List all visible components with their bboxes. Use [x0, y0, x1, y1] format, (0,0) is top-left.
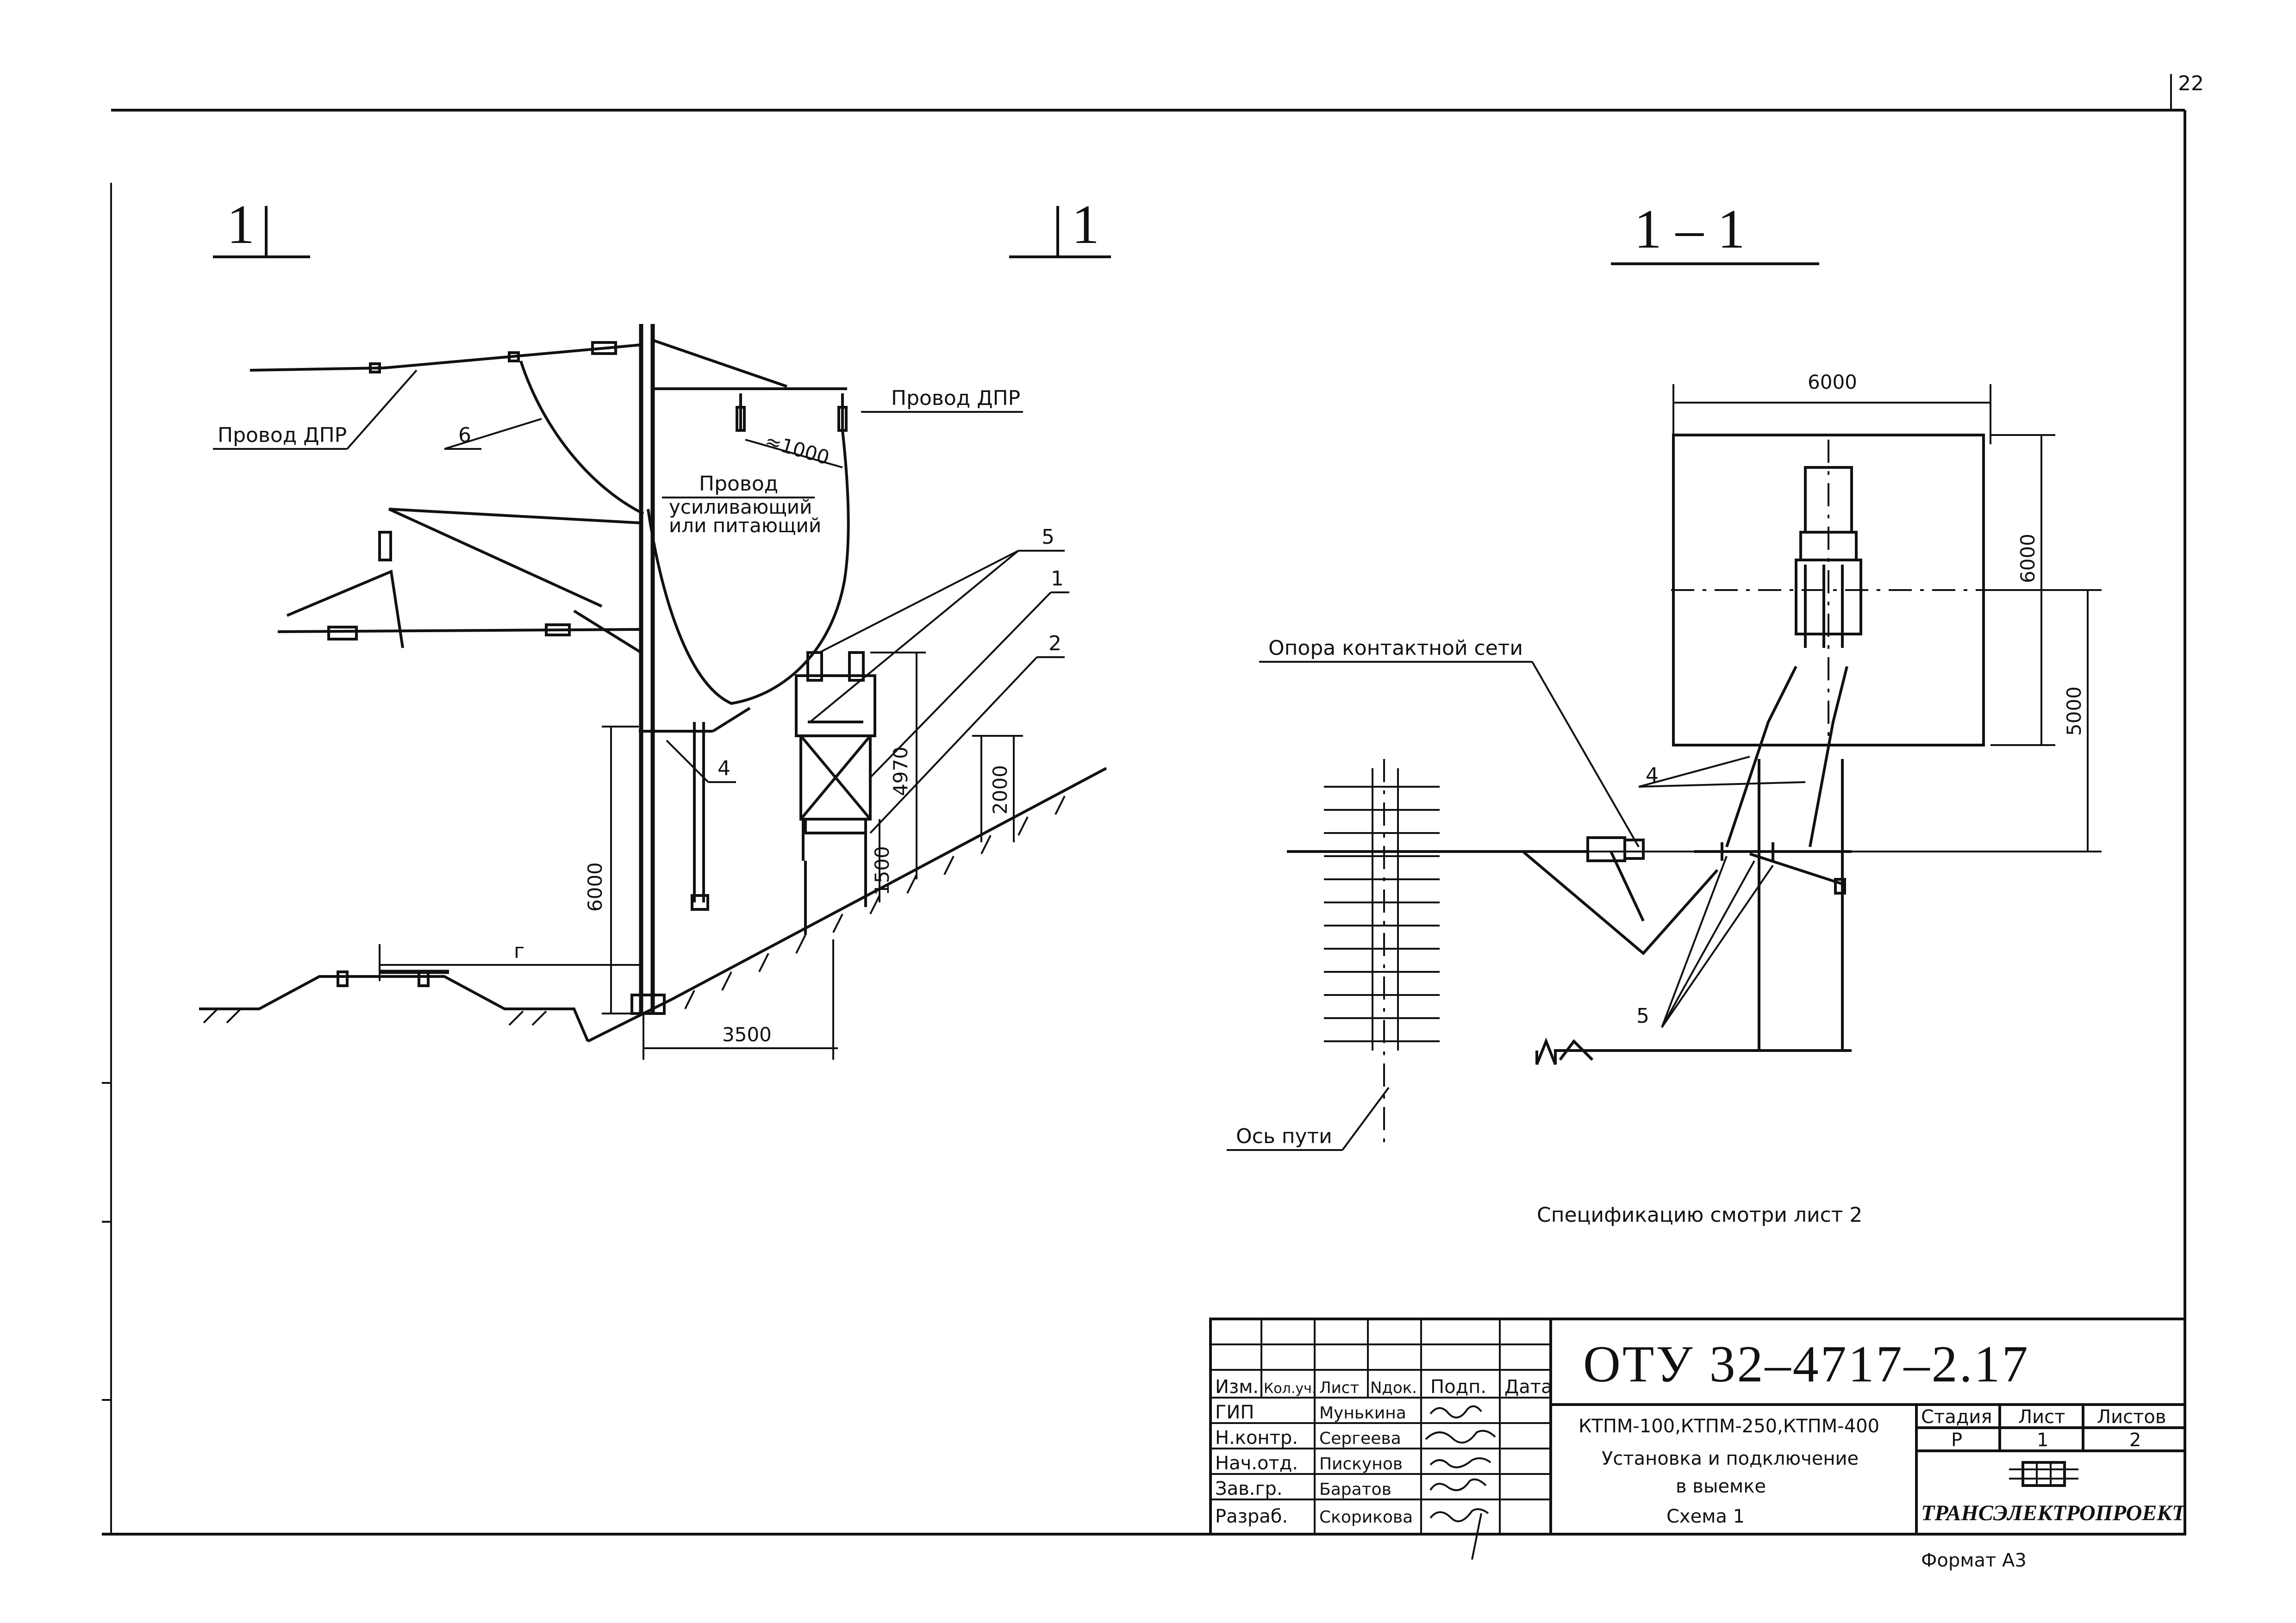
right-plan-view: 1 – 1 6000 6000 5000: [1227, 198, 2102, 1151]
tb-description-2: в выемке: [1676, 1476, 1766, 1497]
label-5-right: 5: [1636, 1004, 1649, 1028]
tb-role-nachotd: Нач.отд.: [1215, 1453, 1298, 1474]
label-support: Опора контактной сети: [1268, 636, 1523, 660]
left-elevation-view: 1 1: [199, 193, 1111, 1060]
label-track-axis: Ось пути: [1236, 1125, 1332, 1148]
label-6: 6: [458, 423, 471, 447]
dim-6000-side: 6000: [2016, 534, 2039, 583]
label-dpr-wire-left: Провод ДПР: [218, 423, 347, 447]
tb-name-nkontr: Сергеева: [1319, 1429, 1401, 1448]
tb-doc-code: ОТУ 32–4717–2.17: [1583, 1336, 2030, 1393]
tb-role-nkontr: Н.контр.: [1215, 1427, 1298, 1449]
spec-note: Спецификацию смотри лист 2: [1537, 1203, 1862, 1227]
company-logo-icon: [2009, 1461, 2078, 1487]
sheet-frame: [102, 74, 2186, 1536]
tb-name-zavgr: Баратов: [1319, 1480, 1391, 1499]
dim-4970: 4970: [889, 746, 912, 796]
sheet-number: 22: [2178, 72, 2204, 95]
tb-sheet: 1: [2037, 1430, 2048, 1451]
tb-role-zavgr: Зав.гр.: [1215, 1478, 1283, 1499]
section-mark-left: 1: [227, 193, 255, 255]
tb-name-nachotd: Пискунов: [1319, 1455, 1403, 1474]
tb-sheet-label: Лист: [2018, 1406, 2065, 1428]
tb-sheets: 2: [2129, 1430, 2141, 1451]
tb-description-3: Схема 1: [1666, 1506, 1745, 1527]
dim-6000-top: 6000: [1808, 371, 1857, 393]
tb-stage-label: Стадия: [1921, 1406, 1992, 1428]
label-wire-type-2: или питающий: [669, 514, 821, 537]
tb-description-1: Установка и подключение: [1602, 1448, 1859, 1469]
dim-1500: 1500: [871, 846, 893, 895]
tb-header-list: Лист: [1319, 1379, 1359, 1397]
label-4-right: 4: [1646, 764, 1659, 787]
label-wire-type-1: усиливающий: [669, 496, 812, 518]
section-mark-right: 1: [1072, 193, 1099, 255]
label-5-left: 5: [1042, 525, 1054, 549]
tb-name-razrab: Скорикова: [1319, 1508, 1413, 1527]
sheet-format: Формат А3: [1921, 1550, 2027, 1571]
tb-company: ТРАНСЭЛЕКТРОПРОЕКТ: [1921, 1501, 2186, 1525]
label-1: 1: [1051, 567, 1064, 591]
dim-2000: 2000: [989, 765, 1011, 815]
dim-3500-left: 3500: [722, 1023, 772, 1046]
label-r: г: [514, 939, 524, 963]
label-dpr-wire-right: Провод ДПР: [891, 386, 1020, 410]
dim-6000-left: 6000: [584, 862, 606, 912]
tb-role-razrab: Разраб.: [1215, 1506, 1288, 1527]
title-block: Изм. Кол.уч. Лист Nдок. Подп. Дата ГИП М…: [1209, 1318, 2186, 1560]
tb-header-koluch: Кол.уч.: [1264, 1380, 1316, 1397]
tb-stage: Р: [1951, 1430, 1962, 1451]
label-2: 2: [1048, 632, 1061, 655]
tb-header-data: Дата: [1504, 1376, 1553, 1398]
transformer-ktpm: [795, 651, 876, 935]
label-4-left: 4: [718, 757, 730, 780]
tb-product: КТПМ-100,КТПМ-250,КТПМ-400: [1578, 1416, 1879, 1437]
dim-5000-side: 5000: [2063, 686, 2085, 736]
tb-role-gip: ГИП: [1215, 1402, 1254, 1423]
label-1000: ≈1000: [762, 429, 832, 469]
tb-name-gip: Мунькина: [1319, 1404, 1406, 1423]
signatures: [1425, 1405, 1496, 1560]
section-title-1-1: 1 – 1: [1634, 198, 1745, 260]
tb-sheets-label: Листов: [2097, 1406, 2166, 1428]
tb-header-izm: Изм.: [1215, 1376, 1259, 1398]
tb-header-ndok: Nдок.: [1370, 1379, 1417, 1397]
tb-header-podp: Подп.: [1430, 1376, 1486, 1398]
label-wire-title: Провод: [699, 472, 778, 496]
